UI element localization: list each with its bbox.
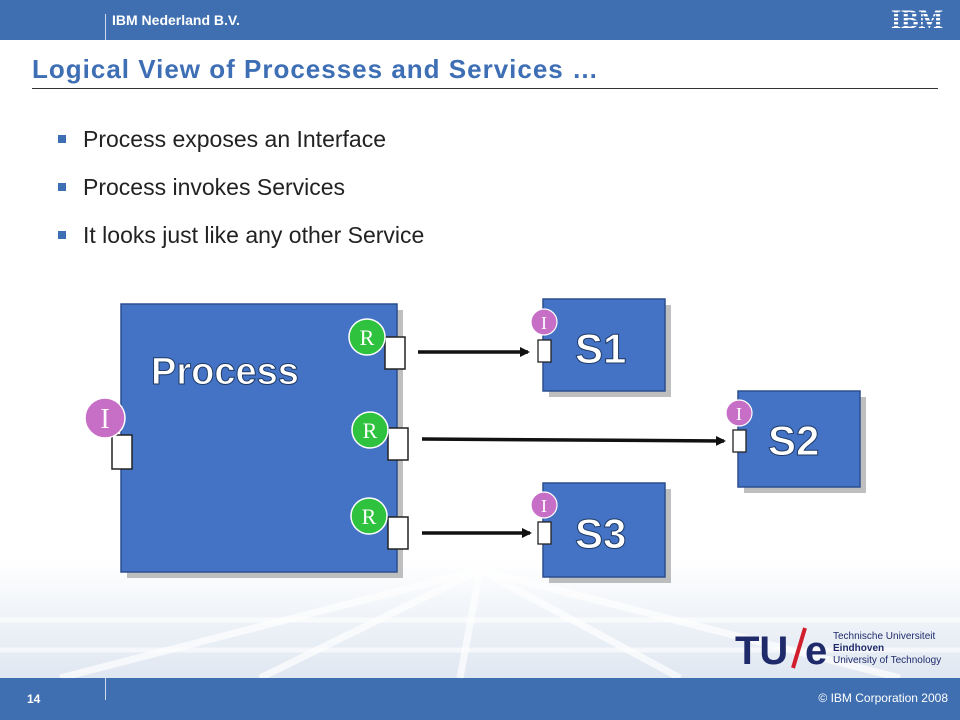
tue-line-3: University of Technology bbox=[833, 655, 941, 666]
page-number: 14 bbox=[27, 692, 41, 706]
process-label: Process bbox=[151, 351, 299, 393]
reference-port-2: R bbox=[351, 411, 409, 461]
page-title: Logical View of Processes and Services … bbox=[32, 54, 599, 84]
bullet-marker bbox=[58, 135, 66, 143]
interface-marker: I bbox=[541, 496, 547, 516]
service-label: S1 bbox=[575, 325, 626, 372]
bullet-item: Process exposes an Interface bbox=[58, 126, 424, 174]
bullet-text: Process exposes an Interface bbox=[83, 126, 386, 152]
tue-mark-left: TU bbox=[735, 629, 788, 672]
bullet-item: It looks just like any other Service bbox=[58, 222, 424, 270]
service-label: S2 bbox=[768, 417, 819, 464]
ibm-logo-text: IBM bbox=[891, 6, 943, 32]
ibm-logo: IBM bbox=[891, 6, 943, 32]
bullet-text: It looks just like any other Service bbox=[83, 222, 425, 248]
reference-port-1: R bbox=[348, 318, 406, 370]
bullet-text: Process invokes Services bbox=[83, 174, 346, 200]
interface-marker: I bbox=[736, 404, 742, 424]
bullet-list: Process exposes an Interface Process inv… bbox=[58, 126, 424, 270]
service-s2: I S2 bbox=[725, 390, 866, 493]
arrow-to-s2 bbox=[421, 435, 726, 446]
reference-port-3: R bbox=[350, 497, 409, 550]
process-diagram: Process I R R R I S1 I bbox=[84, 298, 866, 583]
tue-slash bbox=[791, 627, 807, 669]
header-bar: IBM Nederland B.V. IBM bbox=[0, 0, 960, 40]
tue-line-1: Technische Universiteit bbox=[833, 631, 935, 642]
reference-marker: R bbox=[363, 418, 378, 443]
process-box: Process bbox=[120, 303, 403, 578]
reference-marker: R bbox=[362, 504, 377, 529]
company-name: IBM Nederland B.V. bbox=[112, 12, 240, 28]
tue-logo: TU e Technische Universiteit Eindhoven U… bbox=[735, 627, 941, 672]
bullet-marker bbox=[58, 231, 66, 239]
copyright: © IBM Corporation 2008 bbox=[818, 691, 948, 705]
service-s1: I S1 bbox=[530, 298, 671, 397]
reference-marker: R bbox=[360, 325, 375, 350]
title-divider bbox=[32, 88, 938, 89]
footer-divider bbox=[105, 678, 106, 700]
interface-marker: I bbox=[541, 313, 547, 333]
interface-marker: I bbox=[100, 404, 109, 435]
tue-mark-right: e bbox=[805, 629, 827, 672]
service-label: S3 bbox=[575, 510, 626, 557]
process-interface: I bbox=[84, 397, 133, 470]
service-s3: I S3 bbox=[530, 482, 671, 583]
bullet-marker bbox=[58, 183, 66, 191]
header-divider bbox=[105, 14, 106, 40]
footer-bar: 14 © IBM Corporation 2008 bbox=[0, 678, 960, 720]
tue-line-2: Eindhoven bbox=[833, 643, 884, 654]
bullet-item: Process invokes Services bbox=[58, 174, 424, 222]
